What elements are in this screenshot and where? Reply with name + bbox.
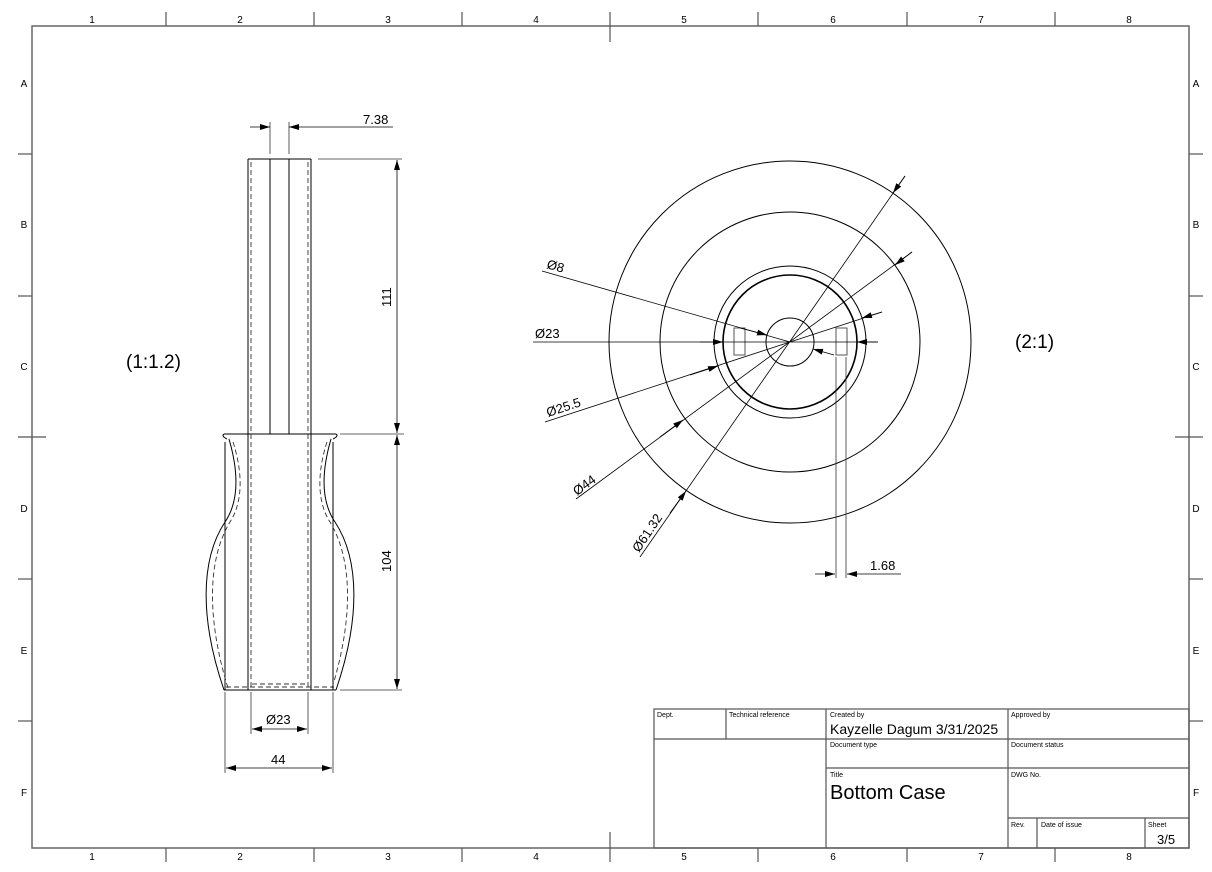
- row-label: B: [1193, 220, 1200, 231]
- document-type-label: Document type: [830, 742, 877, 749]
- technical-reference-label: Technical reference: [729, 712, 790, 719]
- column-label: 4: [533, 15, 539, 26]
- dept-label: Dept.: [657, 712, 674, 719]
- dim-label-44: 44: [271, 752, 285, 767]
- column-labels-top: 1 2 3 4 5 6 7 8: [89, 15, 1132, 26]
- column-label: 5: [681, 15, 687, 26]
- row-label: C: [20, 362, 27, 373]
- row-label: D: [1192, 504, 1199, 515]
- dim-outer-width: 44: [224, 692, 334, 773]
- row-label: E: [1193, 646, 1200, 657]
- dim-inner-diameter: Ø23: [250, 692, 309, 734]
- title-label: Title: [830, 772, 843, 779]
- dim-label-111: 111: [379, 287, 394, 307]
- dwg-no-label: DWG No.: [1011, 772, 1041, 779]
- column-label: 1: [89, 15, 95, 26]
- column-label: 2: [237, 852, 243, 863]
- dim-label-104: 104: [379, 550, 394, 572]
- column-label: 8: [1126, 852, 1132, 863]
- column-label: 1: [89, 852, 95, 863]
- sheet-number: 3/5: [1157, 832, 1175, 847]
- document-status-label: Document status: [1011, 742, 1064, 749]
- column-label: 2: [237, 15, 243, 26]
- row-labels-left: A B C D E F: [20, 79, 27, 799]
- side-view-scale-label: (1:1.2): [126, 352, 181, 373]
- dim-d8: Ø8: [541, 256, 835, 356]
- column-label: 6: [830, 15, 836, 26]
- dim-label-d23-top: Ø23: [535, 326, 560, 341]
- column-labels-bottom: 1 2 3 4 5 6 7 8: [89, 852, 1132, 863]
- dim-label-d61-32: Ø61.32: [629, 511, 665, 555]
- side-view: (1:1.2): [126, 112, 404, 773]
- dim-wall-width: 7.38: [250, 112, 393, 154]
- dim-label-7-38: 7.38: [363, 112, 388, 127]
- column-label: 8: [1126, 15, 1132, 26]
- created-by-label: Created by: [830, 712, 865, 719]
- column-label: 7: [978, 15, 984, 26]
- sheet-label: Sheet: [1148, 822, 1166, 829]
- bulb-geometry: [205, 433, 355, 691]
- dim-label-d8: Ø8: [545, 256, 566, 275]
- top-view: (2:1) Ø8 Ø23: [533, 160, 1054, 578]
- column-label: 6: [830, 852, 836, 863]
- row-label: C: [1192, 362, 1199, 373]
- dim-d61-32: Ø61.32: [629, 175, 906, 558]
- row-label: D: [20, 504, 27, 515]
- row-label: A: [1193, 79, 1200, 90]
- row-label: F: [1193, 788, 1199, 799]
- dim-lower-height: 104: [340, 435, 402, 691]
- column-label: 7: [978, 852, 984, 863]
- top-view-geometry: [608, 160, 972, 578]
- top-view-scale-label: (2:1): [1015, 332, 1054, 353]
- rev-label: Rev.: [1011, 822, 1025, 829]
- column-label: 3: [385, 852, 391, 863]
- row-label: A: [21, 79, 28, 90]
- row-label: F: [21, 788, 27, 799]
- sheet-frame: [18, 12, 1203, 862]
- date-of-issue-label: Date of issue: [1041, 822, 1082, 829]
- column-label: 5: [681, 852, 687, 863]
- column-label: 3: [385, 15, 391, 26]
- column-label: 4: [533, 852, 539, 863]
- drawing-title: Bottom Case: [830, 782, 946, 804]
- dim-slot-width: 1.68: [815, 558, 901, 577]
- shaft-geometry: [247, 158, 312, 690]
- row-label: B: [21, 220, 28, 231]
- row-label: E: [21, 646, 28, 657]
- dim-d23: Ø23: [533, 326, 878, 345]
- dim-upper-height: 111: [318, 158, 404, 435]
- dim-label-1-68: 1.68: [870, 558, 895, 573]
- created-by-value: Kayzelle Dagum 3/31/2025: [830, 721, 998, 737]
- approved-by-label: Approved by: [1011, 712, 1051, 719]
- dim-label-d23-side: Ø23: [266, 712, 291, 727]
- title-block: Dept. Technical reference Created by Kay…: [653, 708, 1190, 849]
- row-labels-right: A B C D E F: [1192, 79, 1199, 799]
- dim-label-d44: Ø44: [570, 472, 599, 499]
